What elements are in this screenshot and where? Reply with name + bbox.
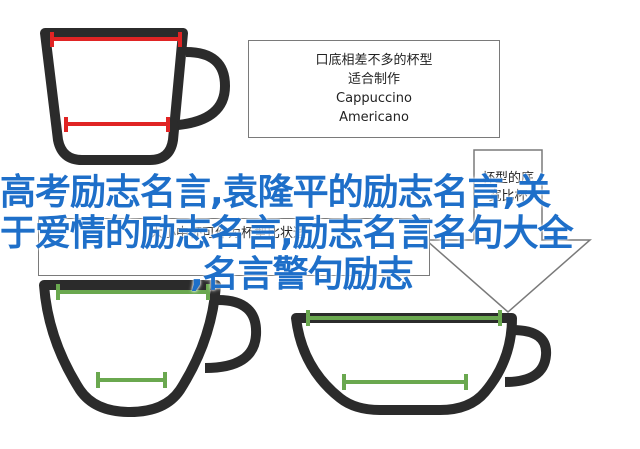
top-description-box: 口底相差不多的杯型 适合制作 Cappuccino Americano (248, 40, 500, 138)
bottom-right-cup-icon (291, 313, 552, 415)
arrow-label: 杯型的底宽比杯 (481, 171, 534, 204)
top-box-line-1: 口底相差不多的杯型 (315, 53, 433, 68)
bottom-right-cup-green-markers (306, 310, 502, 390)
overlay-title-line-1[interactable]: 高考励志名言,袁隆平的励志名言,关 (0, 172, 551, 213)
middle-box-text: 大小中杯可作为杯型比状适 (150, 226, 307, 241)
down-arrow-icon (424, 149, 592, 313)
top-cup-icon (40, 28, 230, 165)
overlay-title-line-3[interactable]: ,名言警句励志 (190, 254, 414, 295)
bottom-left-cup-green-markers (56, 284, 210, 388)
top-cup-red-markers (50, 32, 182, 132)
top-box-line-4: Americano (339, 110, 409, 125)
top-box-line-3: Cappuccino (336, 91, 412, 106)
overlay-title-line-2[interactable]: 于爱情的励志名言,励志名言名句大全 (0, 213, 574, 254)
bottom-left-cup-icon (39, 280, 262, 417)
overlay-title[interactable]: 高考励志名言,袁隆平的励志名言,关 于爱情的励志名言,励志名言名句大全 ,名言警… (0, 172, 640, 295)
top-box-line-2: 适合制作 (347, 72, 400, 87)
middle-description-box (38, 218, 430, 276)
